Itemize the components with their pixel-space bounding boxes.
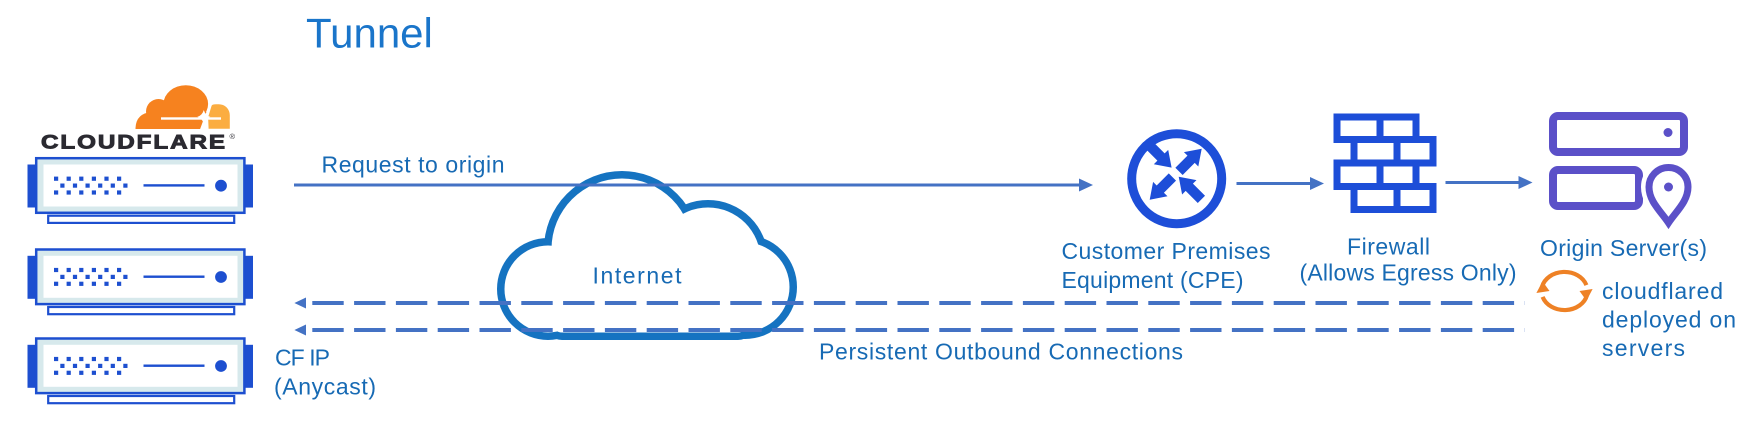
svg-text:CLOUDFLARE: CLOUDFLARE: [41, 133, 227, 154]
svg-text:cloudflared: cloudflared: [1602, 278, 1723, 304]
svg-text:Customer Premises: Customer Premises: [1062, 238, 1271, 264]
svg-text:(Allows Egress Only): (Allows Egress Only): [1300, 259, 1517, 285]
svg-text:Internet: Internet: [593, 262, 683, 288]
svg-text:Persistent Outbound Connection: Persistent Outbound Connections: [819, 339, 1183, 365]
svg-text:®: ®: [230, 132, 236, 141]
svg-text:(Anycast): (Anycast): [274, 374, 376, 400]
svg-text:servers: servers: [1602, 335, 1685, 361]
svg-text:Tunnel: Tunnel: [306, 10, 433, 57]
svg-text:deployed on: deployed on: [1602, 307, 1736, 333]
svg-text:Firewall: Firewall: [1347, 233, 1430, 259]
svg-text:CF IP: CF IP: [275, 345, 330, 371]
svg-text:Origin Server(s): Origin Server(s): [1540, 235, 1707, 261]
svg-text:Equipment (CPE): Equipment (CPE): [1062, 267, 1244, 293]
svg-text:Request to origin: Request to origin: [322, 152, 505, 178]
